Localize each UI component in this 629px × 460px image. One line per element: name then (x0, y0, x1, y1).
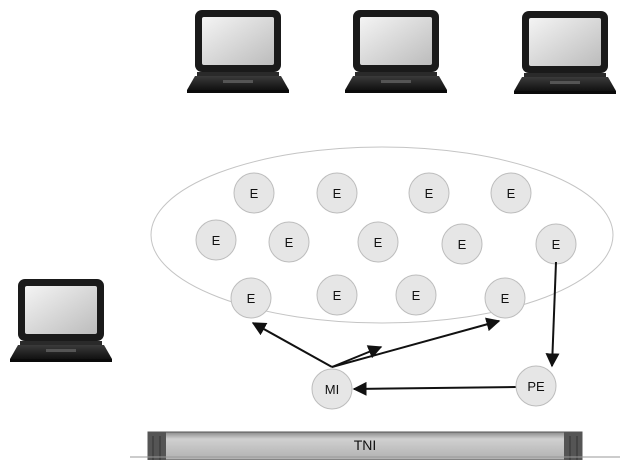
laptop-icon (10, 279, 112, 362)
e-node-label: E (507, 186, 516, 201)
e-node-label: E (458, 237, 467, 252)
e-node-label: E (250, 186, 259, 201)
mi-node-label: MI (325, 382, 339, 397)
arrow-mi-to-e-right (331, 317, 501, 368)
arrow-mi-to-e-left (251, 322, 333, 368)
e-node-circle (441, 223, 483, 265)
e-node: E (484, 277, 526, 319)
arrow-mi-to-e-mid (331, 345, 383, 368)
e-node-label: E (412, 288, 421, 303)
e-node: E (316, 172, 358, 214)
e-node-label: E (247, 291, 256, 306)
e-node-label: E (425, 186, 434, 201)
e-node-label: E (552, 237, 561, 252)
e-node-circle (230, 277, 272, 319)
laptop-icon (187, 10, 289, 93)
tni-label: TNI (354, 437, 377, 453)
e-node-label: E (333, 288, 342, 303)
e-node: E (357, 221, 399, 263)
e-node: E (535, 223, 577, 265)
e-node: E (230, 277, 272, 319)
tni-bar: TNI (130, 431, 620, 460)
arrow-e-to-pe (545, 261, 560, 368)
laptop-icon (345, 10, 447, 93)
e-node-label: E (333, 186, 342, 201)
e-node: E (195, 219, 237, 261)
e-node-circle (233, 172, 275, 214)
network-cloud (150, 146, 614, 324)
pe-node: PE (515, 365, 557, 407)
e-node-circle (316, 274, 358, 316)
e-node-circle (195, 219, 237, 261)
e-node: E (490, 172, 532, 214)
e-node-label: E (212, 233, 221, 248)
e-node-label: E (501, 291, 510, 306)
e-node-circle (357, 221, 399, 263)
e-node: E (316, 274, 358, 316)
e-node-circle (395, 274, 437, 316)
e-node-label: E (285, 235, 294, 250)
e-node: E (268, 221, 310, 263)
e-node: E (233, 172, 275, 214)
e-node: E (395, 274, 437, 316)
e-node-circle (268, 221, 310, 263)
mi-node: MI (311, 368, 353, 410)
laptop-icon (514, 11, 616, 94)
e-node-circle (316, 172, 358, 214)
pe-node-label: PE (527, 379, 545, 394)
e-node: E (408, 172, 450, 214)
arrow-pe-to-mi (352, 381, 517, 396)
e-node-circle (490, 172, 532, 214)
e-node-circle (484, 277, 526, 319)
e-node-circle (408, 172, 450, 214)
e-node-label: E (374, 235, 383, 250)
e-node: E (441, 223, 483, 265)
